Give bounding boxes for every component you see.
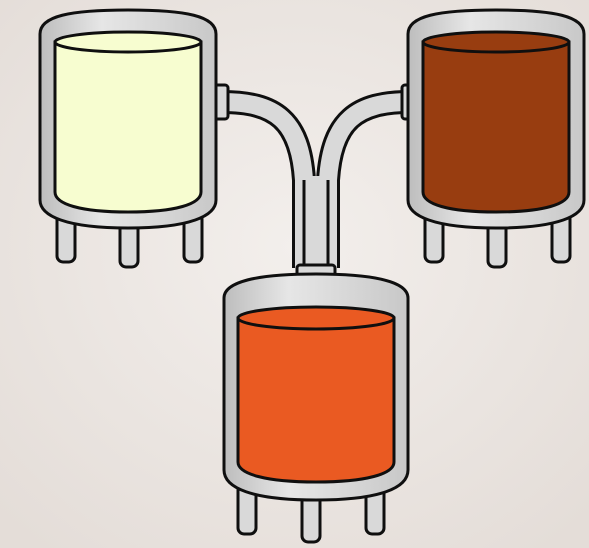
- pipe-stem: [305, 176, 327, 271]
- tank-output-bottom: [222, 272, 410, 544]
- liquid-surface: [53, 30, 203, 54]
- liquid-surface: [421, 30, 571, 54]
- liquid-surface: [236, 305, 396, 331]
- tank-liquid: [53, 40, 203, 214]
- tank-input-right: [406, 8, 586, 269]
- tank-input-left: [38, 8, 218, 269]
- tank-liquid: [421, 40, 571, 214]
- tank-liquid: [236, 316, 396, 484]
